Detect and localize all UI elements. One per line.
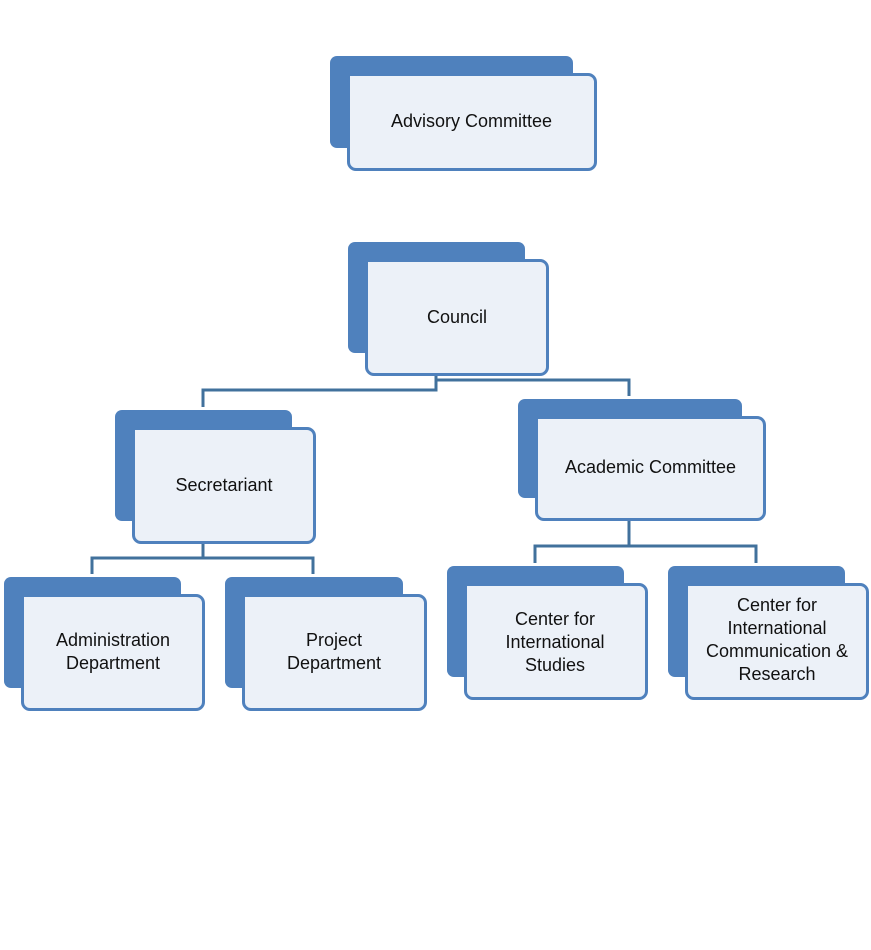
connector-secretariant-departments xyxy=(90,542,205,574)
node-label: Secretariant xyxy=(175,474,273,495)
node-center-international-studies: Center for International Studies xyxy=(447,566,648,700)
node-label: Administration Department xyxy=(55,630,171,673)
node-advisory-committee: Advisory Committee xyxy=(330,56,597,171)
node-label: Center for International Communication &… xyxy=(705,595,849,684)
connector-council-children xyxy=(434,372,631,396)
node-label: Advisory Committee xyxy=(390,110,553,131)
connector-secretariant-project xyxy=(203,556,315,574)
node-label: Project Department xyxy=(286,630,382,673)
node-label: Council xyxy=(426,306,488,327)
connector-academic-centers xyxy=(533,519,631,563)
node-secretariant: Secretariant xyxy=(115,410,316,544)
node-center-international-communication: Center for International Communication &… xyxy=(668,566,869,700)
node-label: Center for International Studies xyxy=(505,608,605,675)
node-council: Council xyxy=(348,242,549,376)
node-academic-committee: Academic Committee xyxy=(518,399,766,521)
node-administration-department: Administration Department xyxy=(4,577,205,711)
node-project-department: Project Department xyxy=(225,577,427,711)
node-label: Academic Committee xyxy=(564,456,737,477)
connector-council-secretariant xyxy=(201,380,438,407)
connector-academic-communication xyxy=(629,544,758,563)
